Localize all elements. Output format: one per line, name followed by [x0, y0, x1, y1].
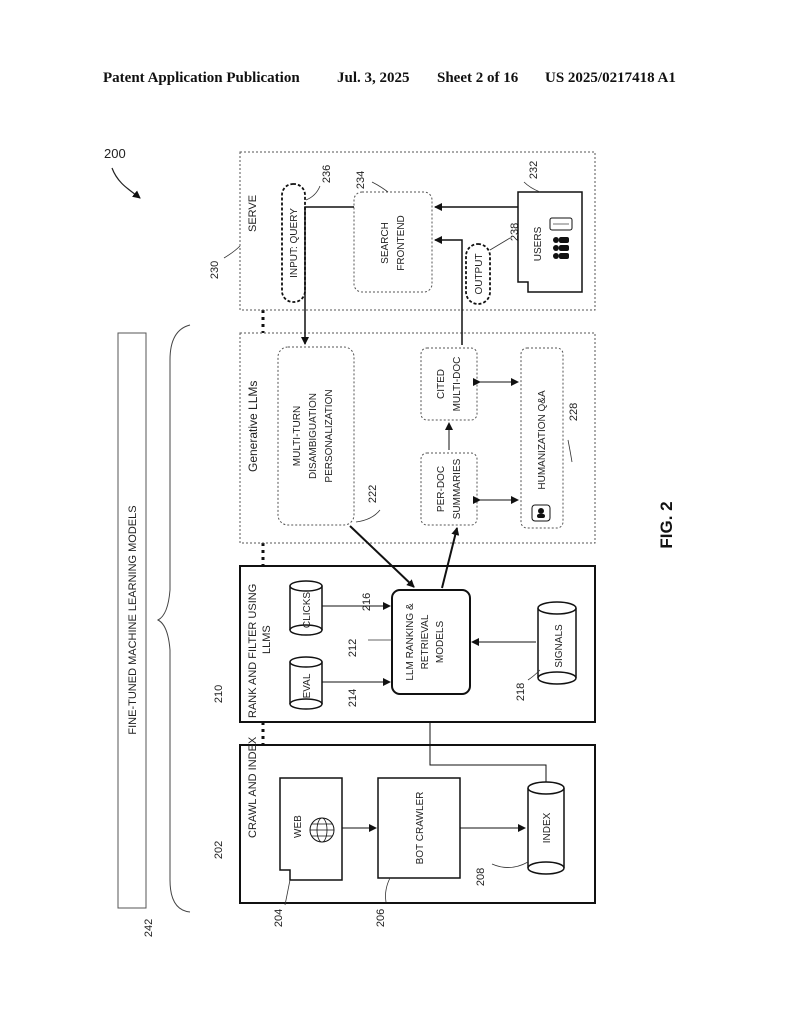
input-query-label: INPUT: QUERY [289, 208, 300, 278]
multi-turn-line-1: MULTI-TURN [292, 406, 303, 466]
cited-line-2: MULTI-DOC [452, 357, 463, 412]
ref-242: 242 [143, 919, 155, 937]
multi-turn-line-2: DISAMBIGUATION [308, 393, 319, 479]
rank-filter-title-2: LLMS [261, 625, 273, 654]
output-pill [465, 243, 491, 305]
cited-multi-doc-box [420, 347, 478, 421]
index-to-llm-arrow [426, 694, 547, 782]
ref-230: 230 [209, 261, 221, 279]
ref-202: 202 [213, 841, 225, 859]
llm-ranking-line-3: MODELS [435, 621, 446, 664]
ref-206: 206 [375, 909, 387, 927]
rank-filter-title-1: RANK AND FILTER USING [247, 584, 259, 718]
ref-234: 234 [355, 171, 367, 189]
search-frontend-box [353, 191, 433, 293]
search-frontend-line-1: SEARCH [380, 222, 391, 264]
bot-crawler-label: BOT CRAWLER [415, 792, 426, 865]
publication-label: Patent Application Publication [103, 70, 300, 86]
sheet-number: Sheet 2 of 16 [437, 70, 519, 86]
ml-models-bar [117, 332, 147, 909]
web-document [279, 777, 343, 881]
phone-icon [549, 217, 573, 231]
multi-turn-box [277, 346, 355, 526]
signals-database [537, 601, 577, 685]
generative-llms-title: Generative LLMs [246, 381, 260, 472]
llm-ranking-box [391, 589, 471, 695]
multi-turn-to-llm-arrow [349, 525, 415, 588]
ref-214: 214 [347, 689, 359, 707]
index-database [527, 781, 565, 875]
humanization-box [520, 347, 564, 529]
ref-212: 212 [347, 639, 359, 657]
person-icon [531, 504, 551, 522]
ref-210: 210 [213, 685, 225, 703]
serve-title: SERVE [247, 195, 259, 232]
publication-number: US 2025/0217418 A1 [545, 70, 676, 86]
humanization-label: HUMANIZATION Q&A [537, 390, 548, 490]
search-to-multi-turn-arrow [301, 206, 354, 345]
per-doc-line-2: SUMMARIES [452, 458, 463, 519]
output-label: OUTPUT [474, 253, 485, 294]
ref-222: 222 [367, 485, 379, 503]
globe-icon [309, 817, 335, 843]
eval-label: EVAL [302, 673, 313, 698]
users-label: USERS [533, 226, 544, 261]
cited-to-search-arrow [434, 236, 463, 345]
web-label: WEB [293, 815, 304, 838]
per-doc-box [420, 452, 478, 526]
index-label: INDEX [542, 812, 553, 843]
figure-label: FIG. 2 [657, 501, 676, 548]
ref-200-arrow [111, 167, 141, 199]
crawl-index-title: CRAWL AND INDEX [247, 736, 259, 838]
ref-236: 236 [321, 165, 333, 183]
ref-204: 204 [273, 909, 285, 927]
ref-228: 228 [568, 403, 580, 421]
clicks-database [289, 580, 323, 636]
ref-218: 218 [515, 683, 527, 701]
llm-ranking-line-2: RETRIEVAL [420, 614, 431, 669]
search-frontend-line-2: FRONTEND [396, 215, 407, 271]
ml-models-label: FINE-TUNED MACHINE LEARNING MODELS [127, 505, 139, 734]
cited-line-1: CITED [436, 369, 447, 399]
ml-models-brace [156, 324, 191, 913]
per-doc-line-1: PER-DOC [436, 466, 447, 512]
ref-232: 232 [528, 161, 540, 179]
llm-to-per-doc-arrow [441, 527, 460, 589]
publication-date: Jul. 3, 2025 [337, 70, 410, 86]
ref-208: 208 [475, 868, 487, 886]
llm-ranking-line-1: LLM RANKING & [405, 603, 416, 681]
eval-database [289, 656, 323, 710]
users-document [517, 191, 583, 293]
ref-216: 216 [361, 593, 373, 611]
signals-label: SIGNALS [554, 624, 565, 668]
multi-turn-line-3: PERSONALIZATION [324, 389, 335, 482]
ref-200: 200 [104, 146, 126, 161]
users-icon [553, 237, 569, 259]
clicks-label: CLICKS [302, 592, 313, 628]
